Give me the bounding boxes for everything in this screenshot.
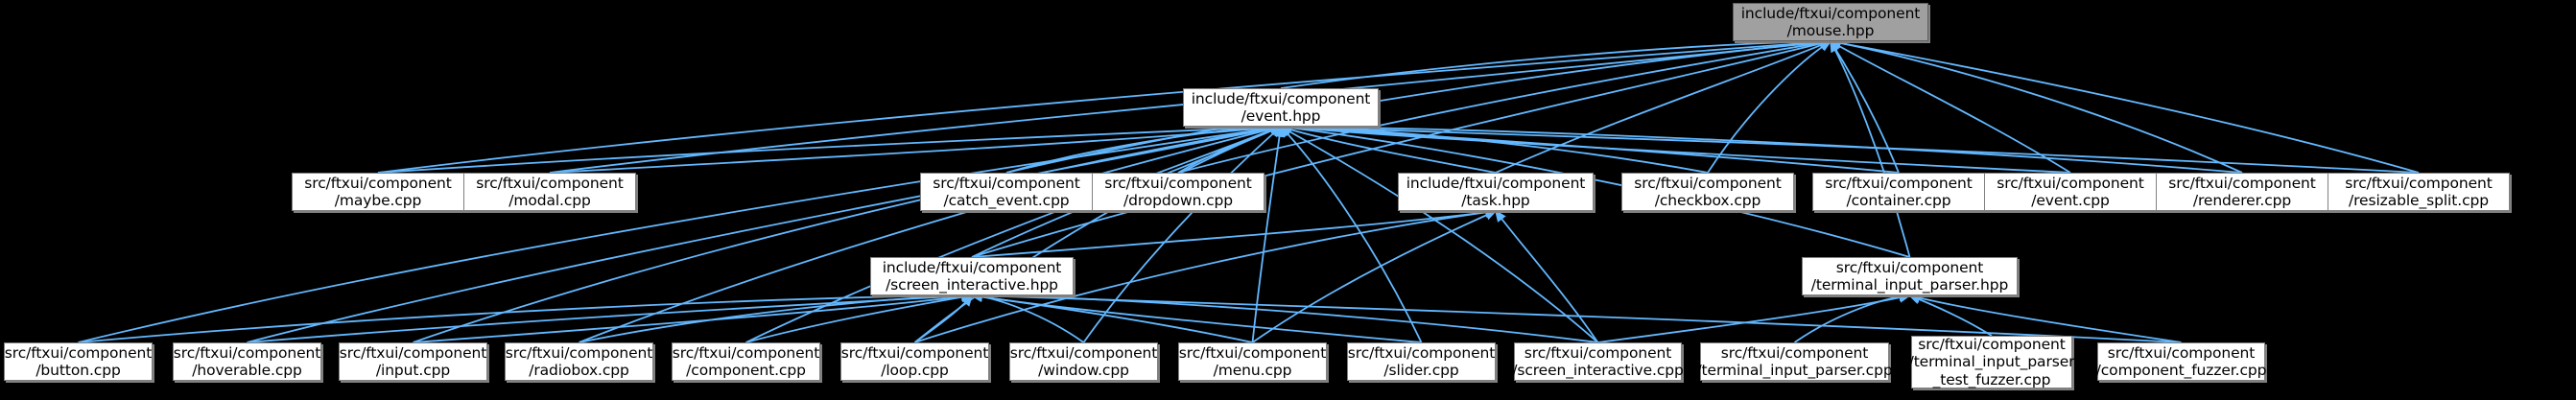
node-label-line: src/ftxui/component xyxy=(2168,174,2316,192)
graph-node-hoverable-cpp[interactable]: src/ftxui/component/hoverable.cpp xyxy=(173,342,321,381)
node-label-line: /event.hpp xyxy=(1241,107,1321,125)
graph-node-component-cpp[interactable]: src/ftxui/component/component.cpp xyxy=(672,342,820,381)
node-label-line: /screen_interactive.cpp xyxy=(1512,362,1684,379)
node-label-line: _test_fuzzer.cpp xyxy=(1932,370,2051,388)
node-label-line: /component_fuzzer.cpp xyxy=(2095,362,2267,379)
node-label-line: /terminal_input_parser.hpp xyxy=(1810,276,2009,294)
graph-node-catch-event-cpp[interactable]: src/ftxui/component/catch_event.cpp xyxy=(920,173,1093,211)
node-label-line: src/ftxui/component xyxy=(1720,343,1869,362)
node-label-line: src/ftxui/component xyxy=(476,174,624,192)
node-label-line: /hoverable.cpp xyxy=(192,362,302,379)
node-label-line: src/ftxui/component xyxy=(1104,174,1252,192)
node-label-line: src/ftxui/component xyxy=(339,343,487,362)
node-label-line: include/ftxui/component xyxy=(1406,174,1586,192)
node-label-line: src/ftxui/component xyxy=(505,343,653,362)
graph-node-button-cpp[interactable]: src/ftxui/component/button.cpp xyxy=(4,342,153,381)
node-label-line: /renderer.cpp xyxy=(2192,192,2292,209)
node-label-line: src/ftxui/component xyxy=(1524,343,1672,362)
node-label-line: src/ftxui/component xyxy=(1835,258,1984,276)
graph-node-slider-cpp[interactable]: src/ftxui/component/slider.cpp xyxy=(1347,342,1496,381)
node-label-line: src/ftxui/component xyxy=(1634,174,1782,192)
graph-node-loop-cpp[interactable]: src/ftxui/component/loop.cpp xyxy=(840,342,989,381)
node-label-line: src/ftxui/component xyxy=(1009,343,1158,362)
node-label-line: src/ftxui/component xyxy=(4,343,153,362)
node-label-line: src/ftxui/component xyxy=(2107,343,2256,362)
node-label-line: /loop.cpp xyxy=(881,362,949,379)
node-label-line: src/ftxui/component xyxy=(1825,174,1973,192)
node-label-line: src/ftxui/component xyxy=(1918,336,2066,354)
graph-node-input-cpp[interactable]: src/ftxui/component/input.cpp xyxy=(339,342,487,381)
node-label-line: src/ftxui/component xyxy=(1997,174,2144,192)
node-label-line: /input.cpp xyxy=(375,362,451,379)
node-label-line: /menu.cpp xyxy=(1213,362,1292,379)
node-label-line: /event.cpp xyxy=(2031,192,2110,209)
node-label-line: src/ftxui/component xyxy=(1178,343,1327,362)
node-label-line: /mouse.hpp xyxy=(1786,22,1875,39)
graph-node-maybe-cpp[interactable]: src/ftxui/component/maybe.cpp xyxy=(292,173,464,211)
graph-node-event-hpp[interactable]: include/ftxui/component/event.hpp xyxy=(1183,88,1379,127)
node-label-line: /button.cpp xyxy=(35,362,121,379)
node-label-line: src/ftxui/component xyxy=(173,343,321,362)
node-label-line: /catch_event.cpp xyxy=(943,192,1070,209)
node-label-line: /terminal_input_parser xyxy=(1908,353,2075,371)
node-label-line: /terminal_input_parser.cpp xyxy=(1696,362,1893,379)
node-label-line: src/ftxui/component xyxy=(304,174,452,192)
node-label-line: /dropdown.cpp xyxy=(1123,192,1234,209)
graph-node-mouse-hpp[interactable]: include/ftxui/component/mouse.hpp xyxy=(1733,3,1928,41)
graph-node-renderer-cpp[interactable]: src/ftxui/component/renderer.cpp xyxy=(2156,173,2328,211)
graph-node-dropdown-cpp[interactable]: src/ftxui/component/dropdown.cpp xyxy=(1092,173,1264,211)
graph-node-window-cpp[interactable]: src/ftxui/component/window.cpp xyxy=(1009,342,1158,381)
graph-node-task-hpp[interactable]: include/ftxui/component/task.hpp xyxy=(1398,173,1594,211)
node-label-line: src/ftxui/component xyxy=(840,343,989,362)
graph-node-checkbox-cpp[interactable]: src/ftxui/component/checkbox.cpp xyxy=(1621,173,1794,211)
node-label-line: /radiobox.cpp xyxy=(529,362,629,379)
graph-node-resizable-split-cpp[interactable]: src/ftxui/component/resizable_split.cpp xyxy=(2328,173,2510,211)
node-label-line: include/ftxui/component xyxy=(1191,89,1371,107)
graph-node-event-cpp[interactable]: src/ftxui/component/event.cpp xyxy=(1984,173,2157,211)
node-label-line: /modal.cpp xyxy=(508,192,591,209)
node-label-line: /slider.cpp xyxy=(1383,362,1459,379)
graph-node-terminal-input-parser-cpp[interactable]: src/ftxui/component/terminal_input_parse… xyxy=(1696,342,1893,381)
graph-node-terminal-input-parser-test-fuzzer-cpp[interactable]: src/ftxui/component/terminal_input_parse… xyxy=(1908,336,2075,388)
graph-node-radiobox-cpp[interactable]: src/ftxui/component/radiobox.cpp xyxy=(505,342,653,381)
node-label-line: /screen_interactive.hpp xyxy=(886,276,1058,294)
node-label-line: src/ftxui/component xyxy=(2345,174,2493,192)
graph-node-modal-cpp[interactable]: src/ftxui/component/modal.cpp xyxy=(463,173,636,211)
node-label-line: include/ftxui/component xyxy=(882,258,1062,276)
node-label-line: /component.cpp xyxy=(686,362,806,379)
graph-node-terminal-input-parser-hpp[interactable]: src/ftxui/component/terminal_input_parse… xyxy=(1802,257,2018,295)
graph-node-container-cpp[interactable]: src/ftxui/component/container.cpp xyxy=(1812,173,1985,211)
node-label-line: /container.cpp xyxy=(1846,192,1951,209)
node-label-line: src/ftxui/component xyxy=(933,174,1080,192)
node-label-line: include/ftxui/component xyxy=(1740,4,1921,22)
node-label-line: src/ftxui/component xyxy=(1347,343,1496,362)
graph-node-component-fuzzer-cpp[interactable]: src/ftxui/component/component_fuzzer.cpp xyxy=(2095,342,2267,381)
node-label-line: /checkbox.cpp xyxy=(1654,192,1761,209)
graph-node-screen-interactive-hpp[interactable]: include/ftxui/component/screen_interacti… xyxy=(870,257,1074,295)
node-label-line: src/ftxui/component xyxy=(672,343,820,362)
node-label-line: /maybe.cpp xyxy=(334,192,422,209)
graph-node-menu-cpp[interactable]: src/ftxui/component/menu.cpp xyxy=(1178,342,1327,381)
node-label-line: /resizable_split.cpp xyxy=(2349,192,2489,209)
graph-node-screen-interactive-cpp[interactable]: src/ftxui/component/screen_interactive.c… xyxy=(1512,342,1684,381)
node-label-line: /task.hpp xyxy=(1461,192,1530,209)
node-label-line: /window.cpp xyxy=(1038,362,1129,379)
